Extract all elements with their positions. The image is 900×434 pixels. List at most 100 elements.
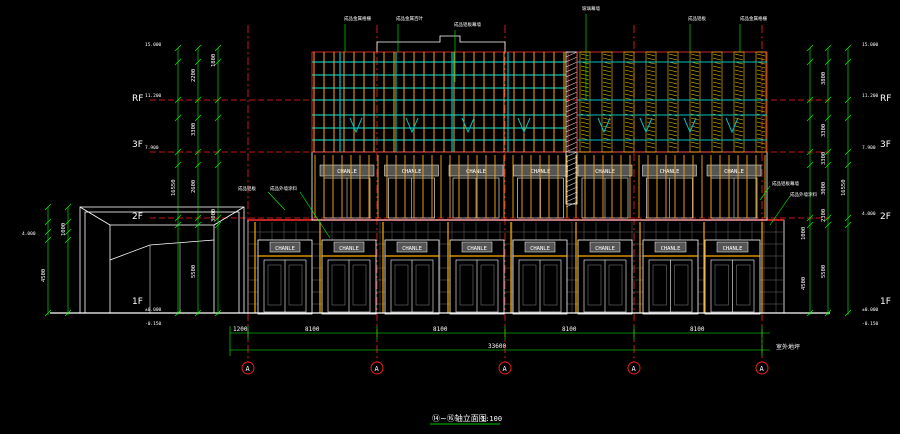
dim-tick [824,221,832,229]
right-dim-0: 3800 [821,72,827,85]
hatch-line [565,66,578,73]
door-leaf [714,264,729,306]
dim-tick [844,214,852,222]
louver-blade [734,109,744,113]
elev-right-0: 15.000 [862,42,879,48]
louver-column [667,51,679,153]
louver-blade [602,125,612,129]
shop-sign-board [589,241,621,253]
louver-blade [756,133,766,137]
dim-tick [64,203,72,211]
louver-blade [602,109,612,113]
dim-tick [64,218,72,226]
shop-sign-board [333,241,365,253]
door-leaf [331,264,346,306]
door-leaf [267,264,282,306]
louver-blade [756,53,766,57]
louver-blade [624,117,634,121]
hatch-line [565,171,578,178]
louver-blade [734,69,744,73]
bottom-dim-1: 8100 [305,326,320,333]
louver-blade [580,101,590,105]
louver-blade [580,89,590,93]
louver-blade [668,133,678,137]
louver-blade [690,53,700,57]
louver-blade [734,57,744,61]
dim-tick [844,58,852,66]
louver-column [689,51,701,153]
right-dim-7: 4500 [801,277,807,290]
hatch-line [565,71,578,78]
note-top-0: 成品金属格栅 [344,15,371,22]
left-dim-0: 2200 [191,69,197,82]
dim-tick [194,221,202,229]
floor-label-left-2f: 2F [132,212,143,222]
louver-blade [668,93,678,97]
shop-sign-text: CHANLE [402,246,422,252]
level-lines [150,99,830,219]
upper-sign-board [319,164,375,177]
right-dim-6: 5500 [821,265,827,278]
louver-blade [646,129,656,133]
louver-blade [624,53,634,57]
louver-blade [668,69,678,73]
louver-blade [668,53,678,57]
louver-blade [624,129,634,133]
hatch-line [565,141,578,148]
louver-blade [646,93,656,97]
hatch-line [565,201,578,208]
vent-mark [349,117,363,134]
louver-blade [624,125,634,129]
note-top-3: 玻璃幕墙 [582,5,600,12]
louver-blade [690,81,700,85]
louver-blade [580,121,590,125]
dim-tick [824,214,832,222]
dim-tick [174,58,182,66]
dim-tick [174,114,182,122]
dim-tick [194,114,202,122]
louver-blade [712,101,722,105]
louver-blade [734,125,744,129]
hatch-line [565,131,578,138]
elev-right-2: 7.900 [862,145,876,151]
louver-blade [690,85,700,89]
note-right-1: 成品外墙涂料 [790,191,817,198]
louver-blade [734,81,744,85]
louver-blade [690,117,700,121]
hatch-line [565,86,578,93]
floor-label-right-2f: 2F [880,212,891,222]
louver-blade [646,121,656,125]
hatch-line [565,146,578,153]
shop-sign-board [716,241,749,253]
dim-tick [806,309,814,317]
louver-blade [756,129,766,133]
floor-label-right-1f: 1F [880,297,891,307]
louver-blade [712,57,722,61]
left-dimension-chain [47,48,219,315]
louver-blade [690,141,700,145]
dim-tick [824,309,832,317]
louver-blade [646,53,656,57]
right-dim-text: 3800 3300 3300 16550 3000 2300 5500 4500… [801,72,847,290]
elev-left-1: 11.200 [145,93,162,99]
louver-blade [602,89,612,93]
louver-blade [712,129,722,133]
dim-tick [64,228,72,236]
dim-tick [214,161,222,169]
louver-blade [668,73,678,77]
floor-label-right-rf: RF [880,94,891,104]
louver-blade [756,89,766,93]
louver-blade [734,129,744,133]
louver-blade [712,125,722,129]
louver-column [601,51,613,153]
left-dim-text: 2200 1800 3300 16550 2600 3000 5500 4500… [41,54,217,282]
elev-right-5: -0.150 [862,321,879,327]
dim-tick [824,114,832,122]
dim-tick [44,203,52,211]
elev-right-3: 4.000 [862,211,876,217]
louver-blade [646,117,656,121]
dim-tick [214,44,222,52]
shop-sign-board [524,241,556,253]
louver-blade [756,121,766,125]
louver-column [755,51,767,153]
